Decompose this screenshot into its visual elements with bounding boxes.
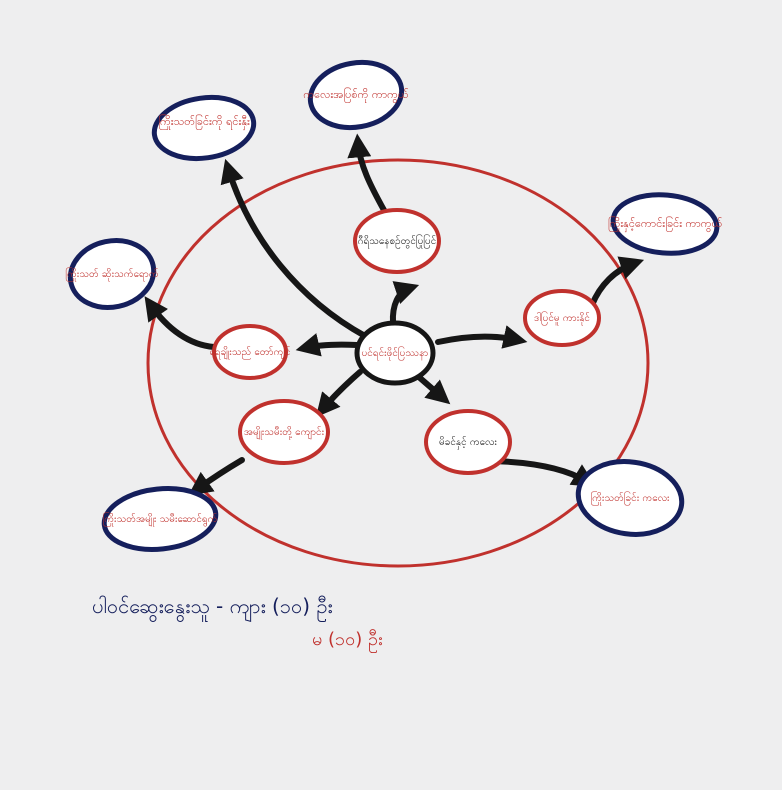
outer-node-upper-left-label: ကြိုးသတ်ခြင်းကို ရင်းနှီး xyxy=(158,114,250,130)
inner-node-left: ရေချိုးသည် တော်ကျင် xyxy=(209,324,291,380)
inner-node-top: ဂီရိသနေစဉ်တွင်ပြုပြင် xyxy=(353,208,441,274)
connector-arrows xyxy=(144,133,645,496)
arrow-center-to-lower-left xyxy=(315,369,363,418)
inner-node-right-label: ဒါပြင်မူ ကားနိုင် xyxy=(534,310,590,326)
outer-node-lower-left-label: ကြိုးသတ်အမျိုး သမီးဆောင်ရွက် xyxy=(103,511,218,527)
arrow-center-to-left xyxy=(295,333,360,357)
arrow-lower-right-to-outer xyxy=(489,458,597,487)
inner-node-lower-right: မိခင်နှင့် ကလေး xyxy=(424,409,512,475)
arrow-right-to-outer-right xyxy=(589,256,645,308)
arrow-center-to-upper-left xyxy=(220,158,368,339)
inner-nodes: ဂီရိသနေစဉ်တွင်ပြုပြင် ဒါပြင်မူ ကားနိုင် … xyxy=(209,208,601,475)
outer-nodes: ကြိုးသတ်ခြင်းကို ရင်းနှီး ကလေးအပြစ်ကို က… xyxy=(65,59,723,552)
outer-node-lower-left: ကြိုးသတ်အမျိုး သမီးဆောင်ရွက် xyxy=(101,486,219,552)
inner-node-lower-right-label: မိခင်နှင့် ကလေး xyxy=(439,435,497,450)
arrow-lower-left-to-outer xyxy=(188,457,245,496)
inner-node-left-label: ရေချိုးသည် တော်ကျင် xyxy=(209,345,290,360)
inner-node-top-label: ဂီရိသနေစဉ်တွင်ပြုပြင် xyxy=(358,233,437,249)
center-node: ပင်ရင်းဖိုင်ပြဿနာ xyxy=(354,320,436,386)
outer-node-upper-left: ကြိုးသတ်ခြင်းကို ရင်းနှီး xyxy=(151,94,257,162)
footer-participants-male: ပါဝင်ဆွေးနွေးသူ - ကျား (၁၀) ဦး xyxy=(92,594,333,622)
inner-node-right: ဒါပြင်မူ ကားနိုင် xyxy=(523,289,601,347)
outer-node-right: ကြိုးနှင့်ကောင်းခြင်း ကာကွယ် xyxy=(608,192,723,256)
inner-node-lower-left: အမျိုးသမီးတို့ ကျောင်း xyxy=(238,399,330,465)
outer-node-right-label: ကြိုးနှင့်ကောင်းခြင်း ကာကွယ် xyxy=(608,216,723,232)
outer-node-lower-right: ကြိုးသတ်ခြင်း ကလေး xyxy=(575,459,685,537)
inner-node-lower-left-label: အမျိုးသမီးတို့ ကျောင်း xyxy=(244,425,325,440)
outer-node-left: ကြိုးသတ် ဆိုးသက်ရောက် xyxy=(65,238,159,310)
footer-participants-female: မ (၁၀) ဦး xyxy=(312,629,383,653)
outer-node-top: ကလေးအပြစ်ကို ကာကွယ် xyxy=(303,59,409,131)
outer-red-circle xyxy=(146,158,650,568)
arrow-center-to-right xyxy=(435,325,528,349)
outer-node-lower-right-label: ကြိုးသတ်ခြင်း ကလေး xyxy=(590,490,670,506)
arrow-left-to-outer-left xyxy=(144,296,217,350)
center-node-label: ပင်ရင်းဖိုင်ပြဿနာ xyxy=(362,345,429,361)
arrow-center-to-lower-right xyxy=(417,375,451,405)
outer-node-left-label: ကြိုးသတ် ဆိုးသက်ရောက် xyxy=(65,266,158,282)
arrow-center-up xyxy=(389,281,420,326)
outer-node-top-label: ကလေးအပြစ်ကို ကာကွယ် xyxy=(303,87,409,103)
arrow-top-to-outer-top xyxy=(347,133,388,215)
